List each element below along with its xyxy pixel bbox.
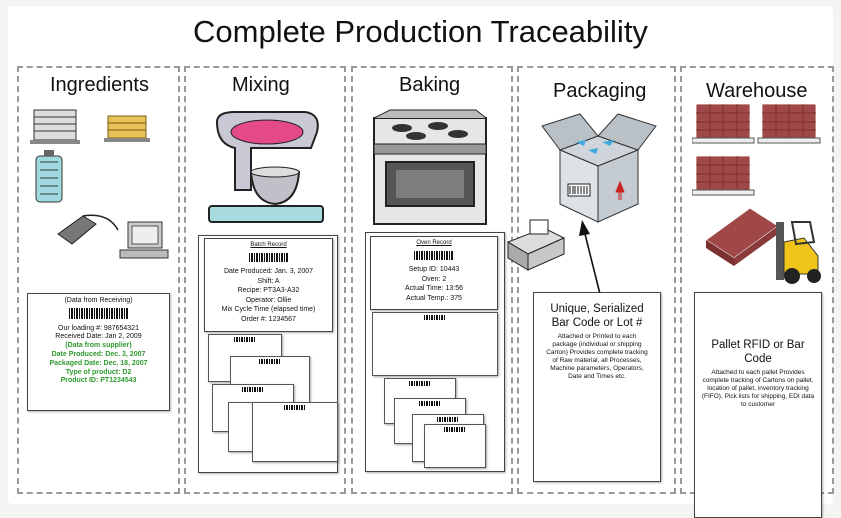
receiving-record-card: (Data from Receiving) Our loading #: 987… [27, 293, 170, 411]
packaging-column [517, 66, 676, 494]
barcode-icon [414, 250, 454, 260]
oven-number: Oven: 2 [421, 275, 447, 283]
oven-time: Actual Time: 13:56 [405, 285, 463, 292]
forklift-icon [705, 207, 821, 284]
batch-operator: Operator: Ollie [245, 296, 292, 304]
oven-temp: Actual Temp.: 375 [406, 294, 462, 302]
warehouse-illustration [692, 103, 821, 284]
baking-heading: Baking [399, 74, 461, 96]
batch-record-card: Batch Record Date Produced: Jan. 3, 2007… [204, 238, 333, 332]
stacked-record [424, 424, 486, 468]
computer-icon [119, 221, 169, 259]
stacked-record [372, 312, 498, 376]
label-printer-icon [506, 219, 566, 271]
shipping-box-icon [541, 113, 657, 223]
warehouse-title: Pallet RFID or Bar Code [711, 339, 805, 365]
mixing-heading: Mixing [232, 74, 290, 96]
receiving-date: Received Date: Jan 2, 2009 [55, 333, 142, 341]
supplier-header: (Data from supplier) [65, 342, 132, 350]
mixing-column [184, 66, 346, 494]
supplier-produced: Date Produced: Dec. 3, 2007 [51, 350, 146, 358]
oven-header: Oven Record [416, 240, 452, 246]
barcode-icon [248, 252, 289, 262]
packaging-body: Attached or Printed to each package (ind… [546, 333, 648, 380]
ingredients-column [17, 66, 180, 494]
batch-recipe: Recipe: PT3A3-A32 [237, 287, 300, 294]
warehouse-info-card: Pallet RFID or Bar Code Attached to each… [694, 292, 822, 518]
supplier-product: Product ID: PT1234543 [60, 377, 137, 385]
warehouse-heading: Warehouse [706, 80, 808, 102]
barcode-icon [68, 307, 129, 319]
arrow-icon [579, 220, 601, 295]
batch-date: Date Produced: Jan. 3, 2007 [223, 268, 314, 275]
stacked-record [252, 402, 338, 462]
mixer-icon [208, 111, 324, 223]
packaging-title: Unique, Serialized Bar Code or Lot # [550, 303, 644, 329]
baking-column [351, 66, 513, 494]
pallet-stack-icon [695, 103, 817, 191]
supplier-type: Type of product: D2 [65, 368, 132, 376]
supplier-packaged: Packaged Date: Dec. 18, 2007 [49, 359, 148, 367]
stove-icon [373, 109, 487, 225]
batch-shift: Shift: A [257, 277, 280, 285]
barcode-scanner-icon [57, 214, 119, 245]
butter-stack-icon [104, 115, 150, 142]
packaging-heading: Packaging [553, 80, 647, 102]
oven-setup: Setup ID: 10443 [408, 266, 460, 273]
oven-record-card: Oven Record Setup ID: 10443 Oven: 2 Actu… [370, 236, 498, 310]
receiving-header: (Data from Receiving) [64, 297, 133, 304]
diagram-title: Complete Production Traceability [193, 14, 648, 49]
ingredients-illustration [30, 109, 169, 259]
batch-cycle: Mix Cycle Time (elapsed time) [221, 306, 316, 313]
packaging-info-card: Unique, Serialized Bar Code or Lot # Att… [533, 292, 661, 482]
crate-icon [35, 150, 63, 203]
ingredients-heading: Ingredients [50, 74, 149, 96]
flour-sacks-icon [30, 109, 80, 144]
warehouse-body: Attached to each pallet Provides complet… [701, 369, 815, 408]
batch-order: Order #: 1234567 [241, 315, 296, 323]
receiving-lot: Our loading #: 987654321 [58, 324, 139, 332]
batch-header: Batch Record [250, 242, 287, 248]
